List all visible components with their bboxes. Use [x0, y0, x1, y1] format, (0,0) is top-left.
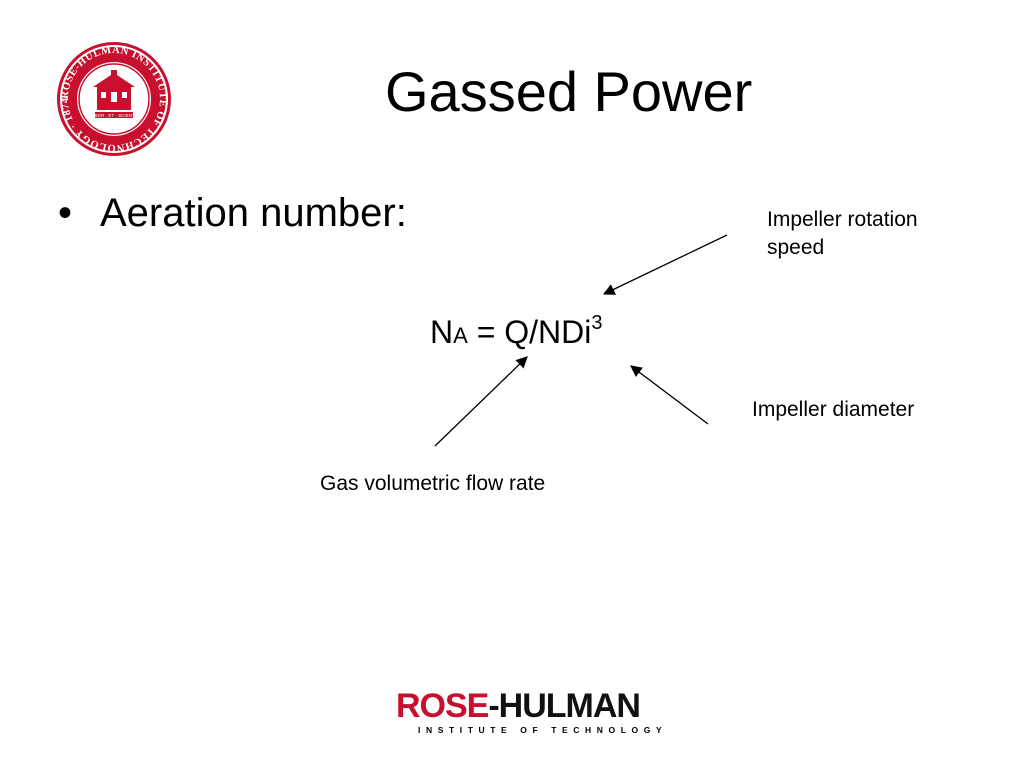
annotation-speed-line2: speed — [767, 236, 825, 259]
rose-hulman-seal-logo: ROSE-HULMAN INSTITUTE OF TECHNOLOGY · 18… — [55, 40, 171, 156]
logo-subtitle: INSTITUTE OF TECHNOLOGY — [418, 725, 668, 735]
formula-subscript: A — [453, 323, 468, 348]
annotation-diameter: Impeller diameter — [752, 398, 915, 421]
aeration-formula: NA = Q/NDi3 — [430, 313, 603, 348]
rose-hulman-wordmark-logo: ROSE-HULMAN INSTITUTE OF TECHNOLOGY — [396, 688, 662, 736]
arrow-to-rotation-speed — [602, 234, 728, 295]
arrow-to-impeller-diameter — [630, 365, 709, 425]
arrow-to-flow-rate — [434, 356, 528, 447]
annotation-speed-line1: Impeller rotation — [767, 208, 918, 231]
slide-title: Gassed Power — [385, 60, 753, 123]
bullet-text: Aeration number: — [100, 191, 407, 235]
annotation-flow-rate: Gas volumetric flow rate — [320, 472, 546, 495]
formula-superscript: 3 — [591, 312, 603, 334]
annotation-rotation-speed: Impeller rotation speed — [767, 206, 918, 262]
bullet-item: • Aeration number: — [58, 193, 407, 233]
logo-wordmark: ROSE-HULMAN — [396, 687, 641, 725]
svg-text:LABOR · ET · SCIENTIA: LABOR · ET · SCIENTIA — [89, 113, 139, 118]
formula-main: N — [430, 314, 454, 350]
bullet-symbol: • — [58, 191, 73, 235]
formula-rhs: = Q/NDi — [467, 314, 592, 350]
